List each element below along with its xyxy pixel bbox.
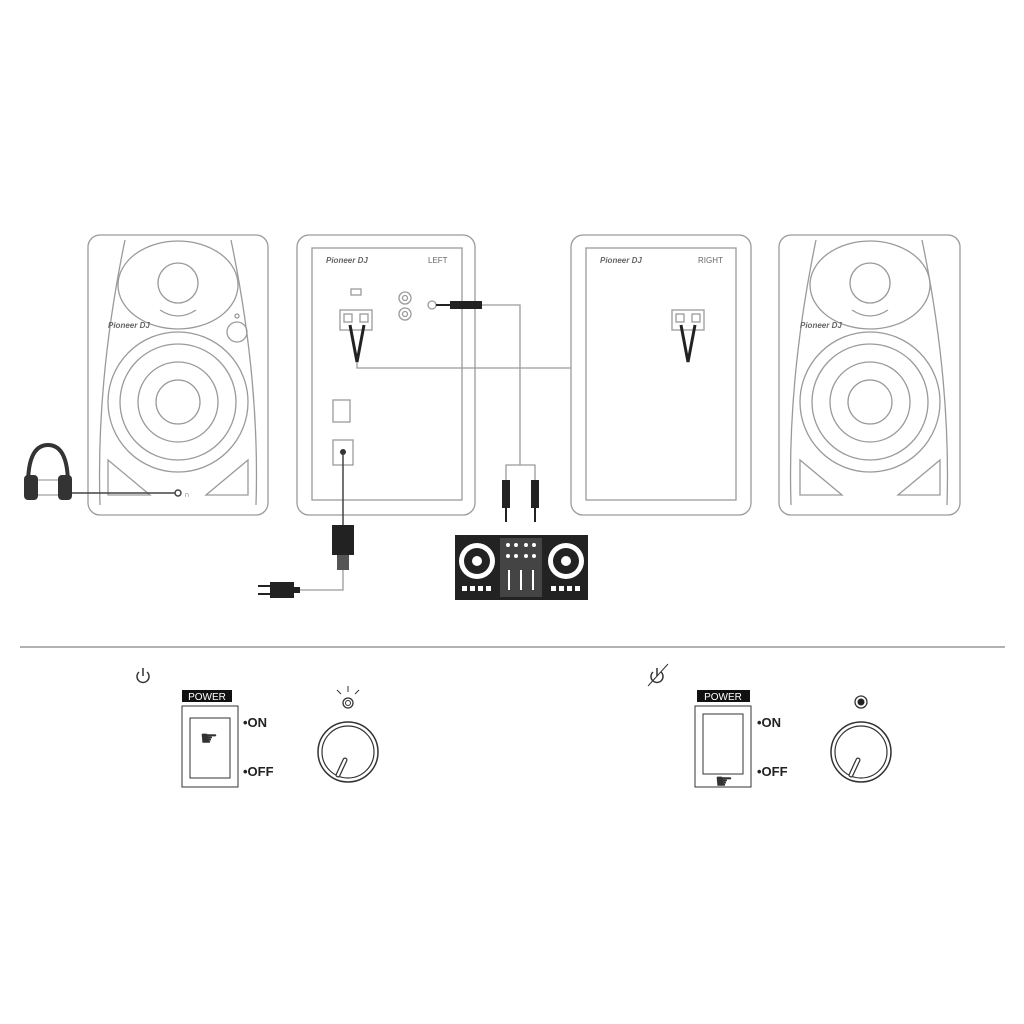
power-icon	[136, 668, 150, 684]
left-speaker-front: Pioneer DJ ∩	[87, 234, 269, 516]
left-label: LEFT	[428, 256, 448, 265]
on-label: •ON	[243, 715, 267, 730]
off-label: •OFF	[243, 764, 274, 779]
right-speaker-front: Pioneer DJ	[778, 234, 961, 516]
dj-controller-icon	[455, 535, 588, 600]
led-off-icon	[854, 695, 868, 709]
brand-logo: Pioneer DJ	[108, 321, 150, 330]
volume-knob[interactable]	[830, 721, 892, 783]
power-label: POWER	[188, 692, 226, 703]
power-label: POWER	[704, 692, 742, 703]
headphone-icon: ∩	[184, 490, 190, 499]
brand-logo: Pioneer DJ	[326, 256, 368, 265]
power-cord	[258, 455, 354, 598]
on-label: •ON	[757, 715, 781, 730]
left-speaker-rear: Pioneer DJ LEFT	[296, 234, 476, 516]
volume-knob[interactable]	[317, 721, 379, 783]
power-on-state: POWER ☛ •ON •OFF	[136, 668, 379, 788]
headphones-icon	[24, 442, 175, 500]
off-label: •OFF	[757, 764, 788, 779]
hand-pointer-icon: ☛	[715, 771, 733, 793]
power-off-icon	[647, 663, 669, 687]
right-speaker-rear: Pioneer DJ RIGHT	[570, 234, 752, 516]
brand-logo: Pioneer DJ	[600, 256, 642, 265]
power-switch[interactable]	[332, 399, 351, 423]
audio-cable	[436, 301, 539, 522]
brand-logo: Pioneer DJ	[800, 321, 842, 330]
volume-knob[interactable]	[226, 321, 248, 343]
right-label: RIGHT	[698, 256, 723, 265]
power-off-state: POWER ☛ •ON •OFF	[647, 663, 892, 793]
hand-pointer-icon: ☛	[200, 728, 218, 750]
led-lit-icon	[336, 686, 360, 709]
